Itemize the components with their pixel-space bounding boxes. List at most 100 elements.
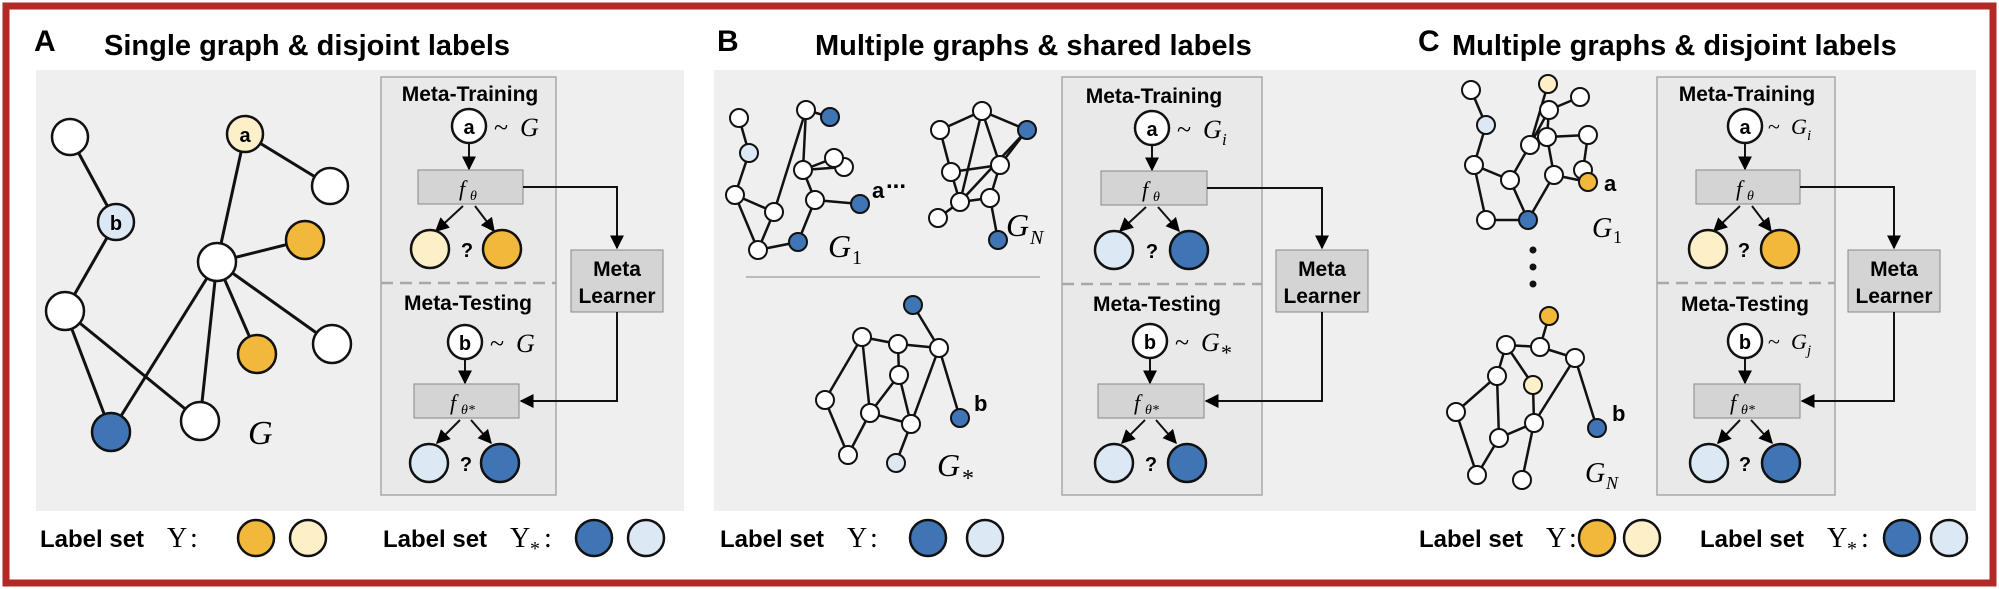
graph-node	[1017, 120, 1037, 140]
label-node-blue	[1168, 229, 1210, 271]
test-sample-source: G	[516, 329, 535, 358]
graph-node-a	[225, 114, 265, 154]
graph-node	[748, 240, 768, 260]
graph-node	[815, 390, 835, 410]
panel-a-letter: A	[34, 25, 56, 58]
node-a-label: a	[1604, 171, 1617, 196]
f-theta-star-box	[1693, 383, 1801, 419]
legend-node-cream	[288, 518, 328, 558]
graph-node	[941, 162, 961, 182]
colon: :	[870, 523, 878, 554]
arrow-from-meta-learner	[1800, 312, 1895, 408]
graph-node	[1570, 87, 1590, 107]
question-mark: ?	[1145, 454, 1157, 476]
graph-node	[929, 338, 949, 358]
graph-node	[1538, 74, 1558, 94]
sim-symbol: ~	[490, 329, 504, 358]
train-sample-source: G	[1203, 115, 1222, 144]
graph-node	[860, 403, 880, 423]
sample-node-b-label: b	[459, 333, 471, 355]
graph-node	[1524, 413, 1544, 433]
graph-node	[889, 365, 909, 385]
meta-testing-label: Meta-Testing	[1093, 293, 1221, 316]
graph-g1-sub: 1	[1613, 227, 1622, 247]
legend-node-orange	[1577, 518, 1617, 558]
graph-node	[1476, 210, 1496, 230]
sim-symbol: ~	[494, 113, 508, 142]
sample-node-a-label: a	[463, 117, 475, 139]
graph-node-a	[1578, 172, 1598, 192]
legend-node-blue	[1882, 518, 1922, 558]
arrow	[1751, 205, 1772, 233]
test-sample-source: G	[1791, 329, 1807, 354]
graph-node	[1489, 428, 1509, 448]
arrow-to-meta-learner	[1207, 187, 1329, 250]
graph-node	[1518, 210, 1538, 230]
graph-node	[1523, 375, 1543, 395]
graph-node	[1500, 170, 1520, 190]
meta-learner-box	[1847, 249, 1941, 313]
colon: :	[544, 523, 552, 554]
panel-a-title: Single graph & disjoint labels	[104, 30, 510, 62]
label-node-orange	[1759, 228, 1801, 270]
graph-node-b	[96, 202, 136, 242]
legend-node-blue	[574, 518, 614, 558]
panel-c-title: Multiple graphs & disjoint labels	[1452, 30, 1897, 62]
graph-node	[928, 208, 948, 228]
panel-c-letter: C	[1418, 25, 1440, 58]
f-theta-star-box	[413, 383, 520, 419]
graph-gstar-label: G	[937, 447, 960, 483]
graph-node	[824, 148, 844, 168]
graph-node	[990, 155, 1010, 175]
label-set-y-symbol: Y	[167, 523, 187, 554]
meta-learner-line1: Meta	[1870, 258, 1918, 281]
label-set-ystar-sub: *	[1847, 538, 1857, 560]
graph-gn-sub: N	[1029, 227, 1045, 249]
meta-learner-line1: Meta	[1298, 258, 1346, 281]
graph-node	[1537, 127, 1557, 147]
graph-node	[739, 143, 759, 163]
meta-training-label: Meta-Training	[402, 83, 539, 106]
label-set-y-text: Label set	[40, 526, 144, 553]
f-theta-sub: θ	[1153, 190, 1160, 205]
sample-node-b-label: b	[1739, 332, 1751, 354]
graph-node	[1446, 402, 1466, 422]
graph-node	[788, 232, 808, 252]
f-theta-star-sub: θ*	[1741, 403, 1755, 418]
graph-node	[820, 107, 840, 127]
arrow	[434, 205, 464, 232]
graph-node	[972, 101, 992, 121]
arrow	[1155, 419, 1177, 445]
test-sample-sub: *	[1221, 340, 1232, 365]
graph-node	[950, 192, 970, 212]
label-node-cream	[409, 228, 451, 270]
graph-node	[1565, 348, 1585, 368]
label-set-ystar-symbol: Y	[1827, 523, 1847, 554]
graph-node	[1467, 465, 1487, 485]
graph-g-label: G	[248, 415, 273, 452]
arrow	[1712, 205, 1741, 232]
panel-b: B Multiple graphs & shared labels	[714, 25, 1419, 558]
graph-node	[1487, 366, 1507, 386]
graph-node	[1476, 115, 1496, 135]
graph-g1-label: G	[1592, 213, 1612, 244]
legend-node-lightblue	[626, 518, 666, 558]
f-theta-star-sub: θ*	[461, 403, 475, 418]
label-node-lightblue	[1688, 442, 1730, 484]
meta-learner-box	[570, 249, 664, 313]
meta-learner-box	[1275, 249, 1369, 313]
label-set-ystar-text: Label set	[383, 526, 487, 553]
label-set-ystar-sub: *	[530, 538, 540, 560]
node-b-label: b	[974, 391, 987, 416]
sim-symbol: ~	[1768, 329, 1780, 354]
node-b-label: b	[1612, 401, 1625, 426]
graph-node	[1578, 125, 1598, 145]
graph-node	[1464, 155, 1484, 175]
f-theta-star-f: f	[1730, 390, 1739, 415]
sim-symbol: ~	[1768, 114, 1780, 139]
graph-node-a	[850, 194, 870, 214]
graph-node	[179, 400, 221, 442]
arrow	[470, 419, 492, 445]
colon: :	[1861, 523, 1869, 554]
test-sample-sub: j	[1805, 343, 1811, 359]
